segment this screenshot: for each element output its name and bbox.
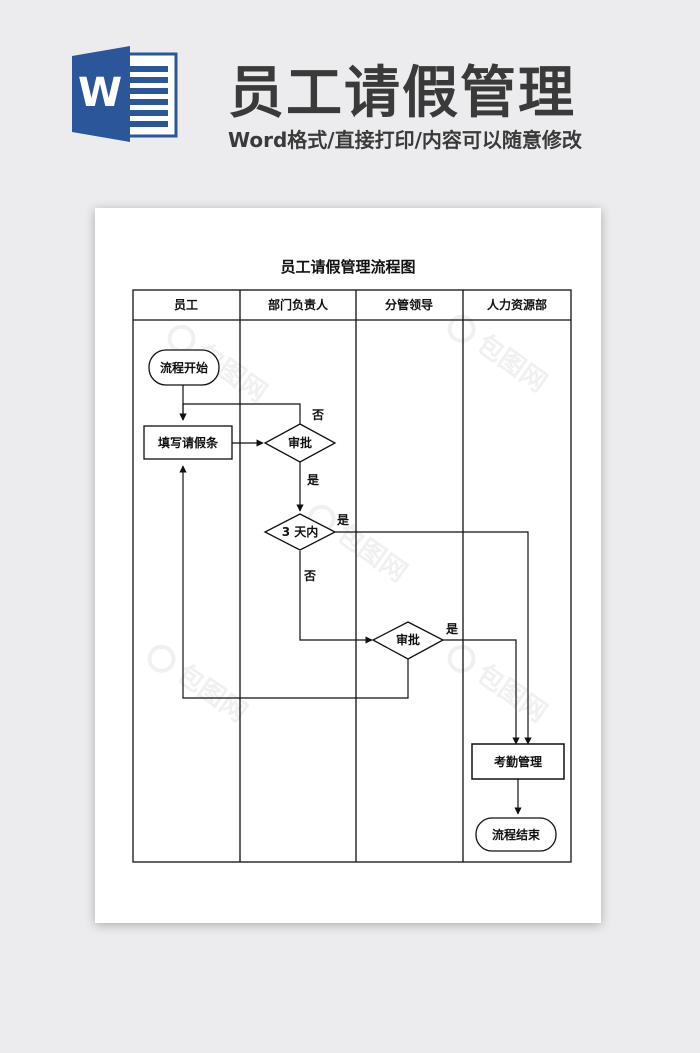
swimlane-frame [132,289,572,863]
node-process-start [148,349,220,386]
node-fill-leave-form [143,425,233,460]
lane-header-dept-head: 部门负责人 [268,297,329,312]
page-title: 员工请假管理 [228,61,576,126]
edge-label-days-yes: 是 [336,513,350,527]
edge-label-dept-yes: 是 [306,473,320,487]
lane-header-hr: 人力资源部 [487,297,547,312]
flowchart: 包图网 包图网 包图网 包图网 包图网 员工 部 [132,289,572,863]
node-attendance-management [471,743,565,780]
watermark-logo-icon [167,324,196,353]
edge-label-leader-yes: 是 [445,622,459,636]
watermark-logo-icon [447,314,476,343]
node-process-end [475,817,557,852]
document-preview: 员工请假管理流程图 包图网 包图网 包图网 包图网 [95,208,601,923]
promo-header: W 员工请假管理 Word格式/直接打印/内容可以随意修改 [0,0,700,190]
watermark-text: 包图网 [471,328,553,398]
node-process-end-label: 流程结束 [492,827,541,842]
word-document-icon: W [72,46,178,142]
page-subtitle: Word格式/直接打印/内容可以随意修改 [228,128,582,152]
edge-within-3-days-no [299,551,373,644]
edge-label-dept-no: 否 [311,408,324,422]
watermark-logo-icon [447,644,476,673]
node-within-3-days [263,513,337,551]
lane-header-employee: 员工 [174,298,198,312]
word-icon-letter: W [78,70,122,116]
edge-within-3-days-yes [335,531,532,745]
node-leader-approval-label: 审批 [396,632,420,647]
watermark-text: 包图网 [331,518,413,588]
node-process-start-label: 流程开始 [160,360,208,375]
edge-leader-approve-yes [443,639,520,745]
node-leader-approval [371,621,445,660]
node-within-3-days-label: 3 天内 [282,524,319,539]
node-dept-approval-label: 审批 [288,435,312,450]
document-title: 员工请假管理流程图 [280,258,416,276]
watermark-text: 包图网 [471,658,553,728]
node-dept-approval [263,423,337,463]
edge-label-days-no: 否 [303,569,316,583]
node-attendance-management-label: 考勤管理 [494,754,542,769]
edge-dept-reject-loop [183,403,301,424]
watermark-logo-icon [147,644,176,673]
lane-header-division-leader: 分管领导 [385,297,433,312]
node-fill-leave-form-label: 填写请假条 [158,435,219,450]
edge-leader-reject-loop [179,465,409,699]
